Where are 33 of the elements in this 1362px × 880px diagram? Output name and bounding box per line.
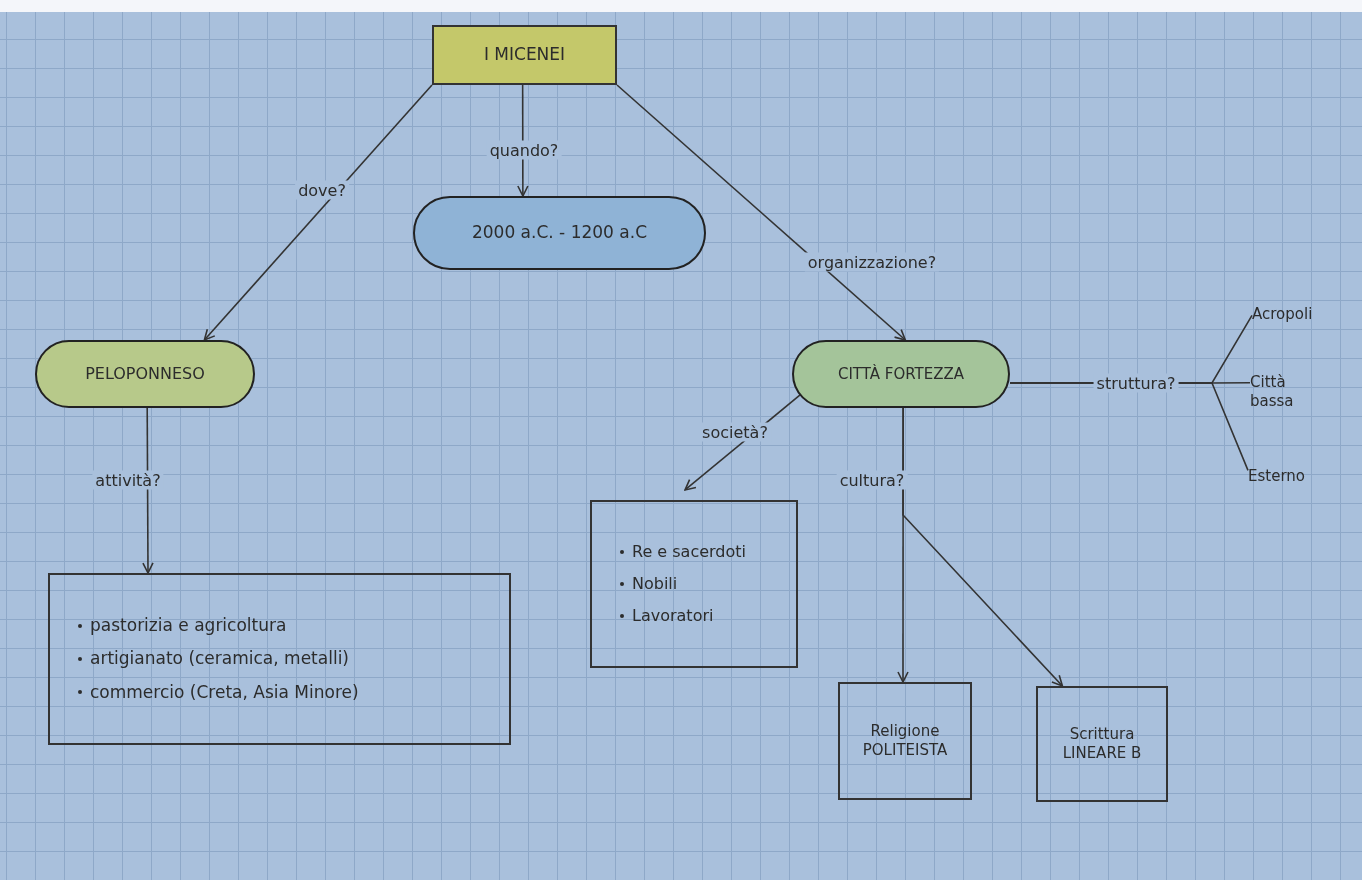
node-text: I MICENEI xyxy=(483,44,566,66)
edge-label: organizzazione? xyxy=(804,252,940,272)
node-text: Religione POLITEISTA xyxy=(861,722,949,760)
branch-text: Città bassa xyxy=(1250,373,1295,411)
list-item-text: Lavoratori xyxy=(632,606,714,626)
edge-label: quando? xyxy=(486,140,562,160)
edge-label: cultura? xyxy=(836,470,908,490)
arrow xyxy=(203,84,433,341)
list-item-text: Re e sacerdoti xyxy=(632,542,746,562)
list-item-text: commercio (Creta, Asia Minore) xyxy=(90,681,359,703)
edge-label: società? xyxy=(699,422,771,442)
edge-label: attività? xyxy=(92,470,164,490)
node-text: CITTÀ FORTEZZA xyxy=(837,364,964,384)
list-item-text: pastorizia e agricoltura xyxy=(90,615,287,637)
list-item-text: artigianato (ceramica, metalli) xyxy=(90,648,349,670)
node-text: PELOPONNESO xyxy=(85,364,205,384)
city-pill xyxy=(792,340,1010,408)
branch-text: Acropoli xyxy=(1252,304,1313,324)
place-pill xyxy=(35,340,255,408)
title-box xyxy=(432,25,617,85)
society-box xyxy=(590,500,798,668)
edge-label: dove? xyxy=(295,180,349,200)
arrow xyxy=(902,407,1064,687)
node-text: 2000 a.C. - 1200 a.C xyxy=(471,222,648,244)
date-pill xyxy=(413,196,706,270)
arrow xyxy=(616,84,907,341)
religion-box xyxy=(838,682,972,800)
edge-label: struttura? xyxy=(1093,373,1179,393)
writing-box xyxy=(1036,686,1168,802)
node-text: Scrittura LINEARE B xyxy=(1061,725,1143,763)
branch-text: Esterno xyxy=(1248,466,1305,486)
list-item-text: Nobili xyxy=(632,574,678,594)
activities-box xyxy=(48,573,511,745)
